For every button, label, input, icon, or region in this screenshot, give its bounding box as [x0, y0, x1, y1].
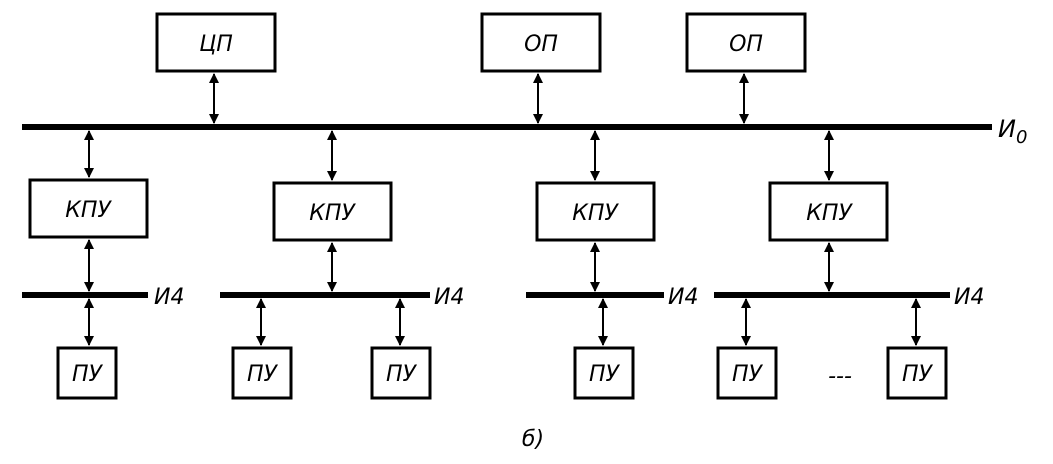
io-controller-label-1: КПУ [65, 198, 112, 223]
io-controller-label-3: КПУ [572, 201, 619, 226]
peripheral-label-5: ПУ [732, 362, 764, 387]
peripheral-label-2: ПУ [247, 362, 279, 387]
io-controller-label-4: КПУ [806, 201, 853, 226]
figure-caption: б) [522, 427, 544, 452]
peripheral-block-5: ПУ [716, 346, 778, 400]
io-controller-block-4: КПУ [768, 181, 889, 242]
cpu-label: ЦП [199, 32, 233, 57]
io-controller-label-2: КПУ [309, 201, 356, 226]
io-bus-label-2: И4 [434, 285, 464, 310]
memory-label-2: ОП [729, 32, 763, 57]
io-bus-label-4: И4 [954, 285, 984, 310]
peripheral-label-6: ПУ [902, 362, 934, 387]
peripheral-block-1: ПУ [56, 346, 118, 400]
io-controller-block-1: КПУ [28, 178, 149, 239]
memory-block-1: ОП [480, 12, 602, 73]
main-bus-label: И0 [998, 115, 1027, 148]
peripheral-block-6: ПУ [886, 346, 948, 400]
cpu-block: ЦП [155, 12, 277, 73]
peripheral-block-3: ПУ [370, 346, 432, 400]
peripheral-block-4: ПУ [573, 346, 635, 400]
peripheral-label-3: ПУ [386, 362, 418, 387]
peripheral-label-4: ПУ [589, 362, 621, 387]
io-bus-label-1: И4 [154, 285, 184, 310]
peripheral-block-2: ПУ [231, 346, 293, 400]
peripheral-label-1: ПУ [72, 362, 104, 387]
memory-block-2: ОП [685, 12, 807, 73]
io-bus-label-3: И4 [668, 285, 698, 310]
io-controller-block-2: КПУ [272, 181, 393, 242]
memory-label-1: ОП [524, 32, 558, 57]
ellipsis-label: --- [828, 364, 852, 389]
io-controller-block-3: КПУ [535, 181, 656, 242]
